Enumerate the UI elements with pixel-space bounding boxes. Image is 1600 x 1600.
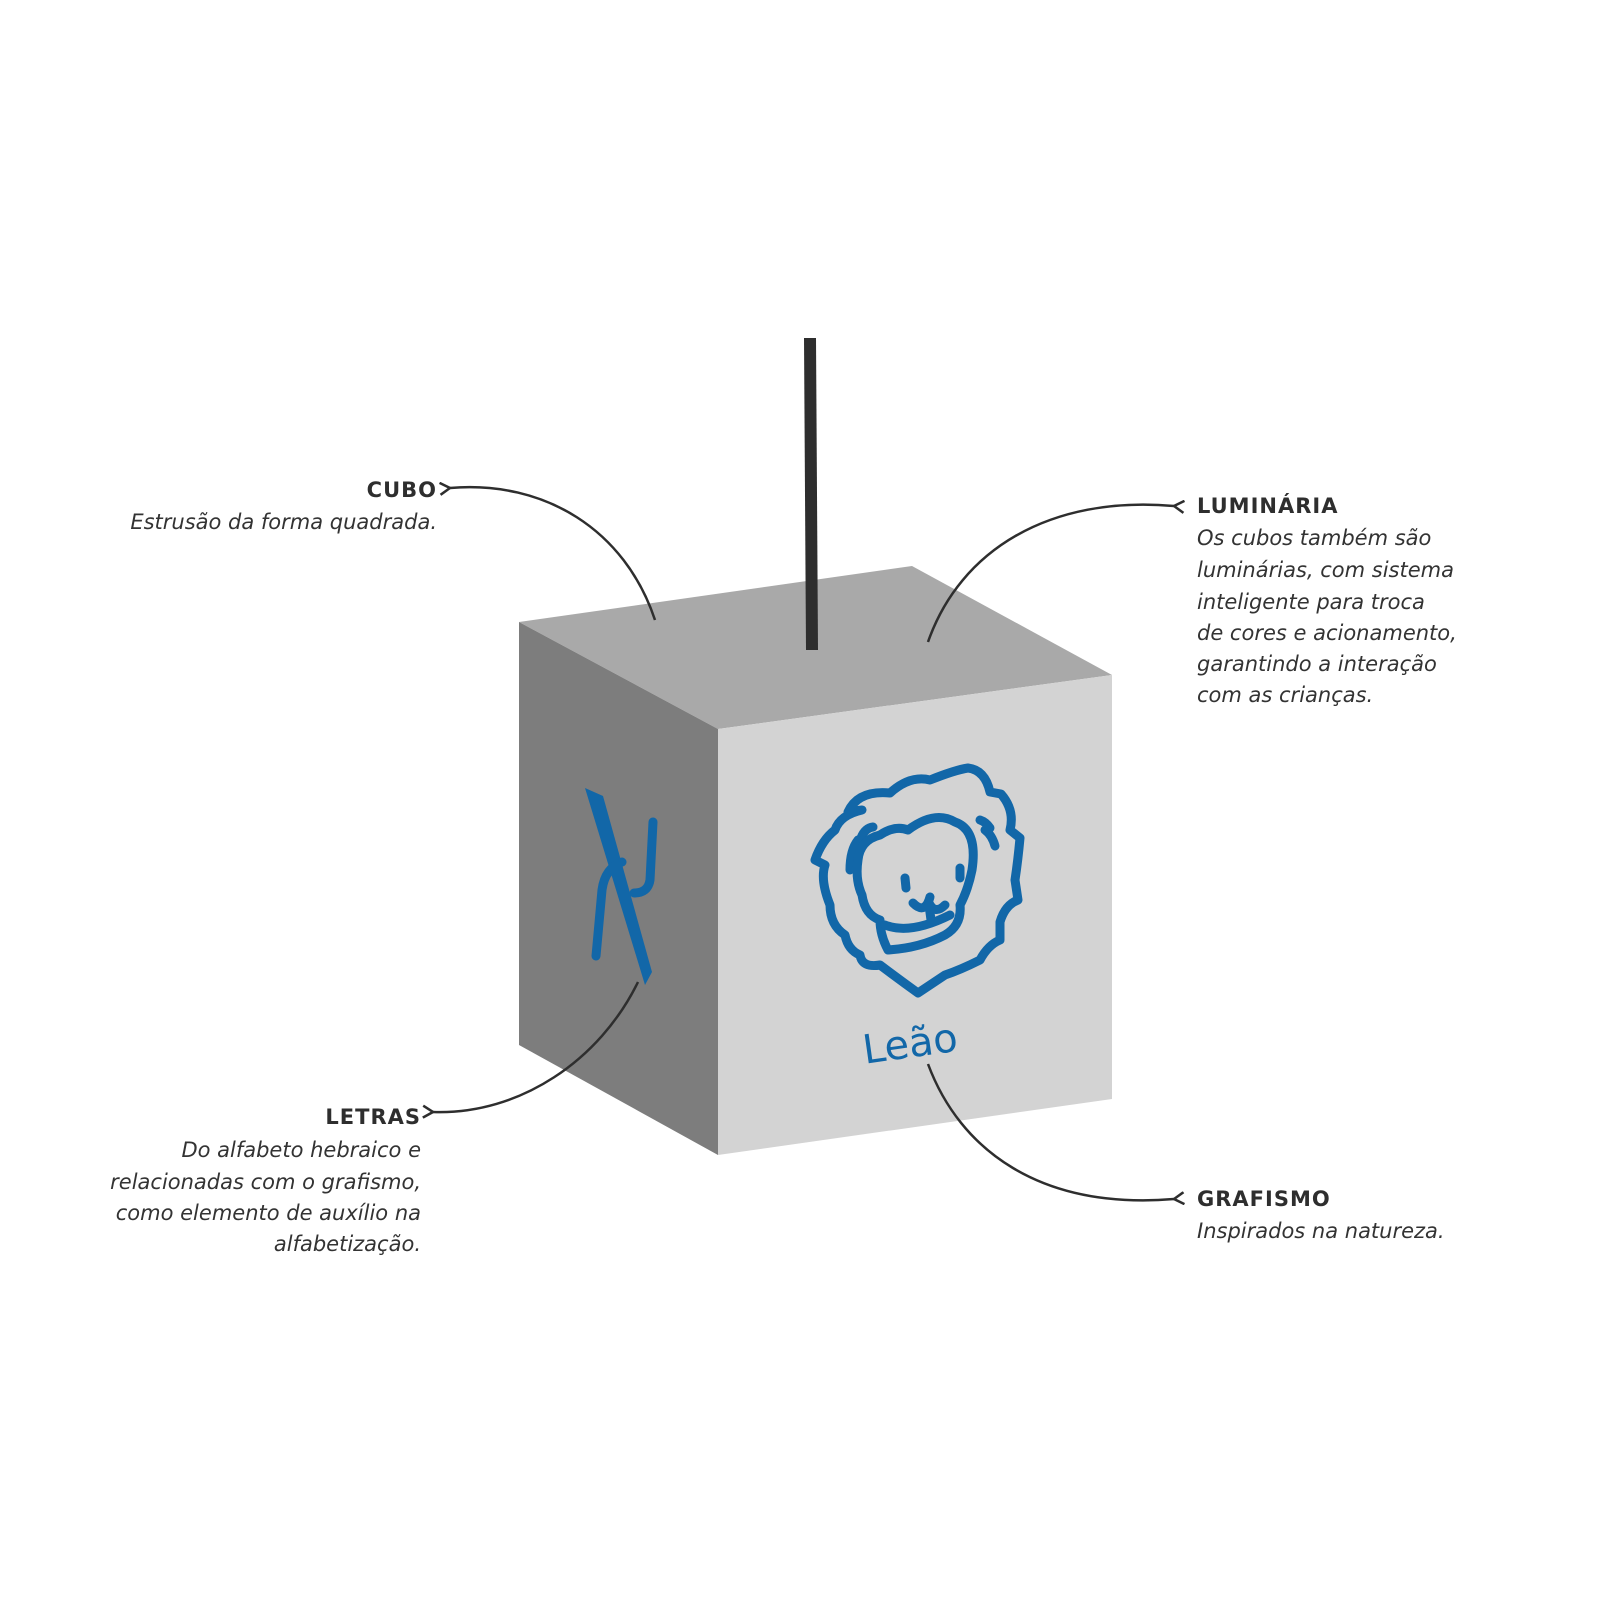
callout-text: Os cubos também são [1197, 526, 1431, 550]
callout-title: LETRAS [325, 1105, 421, 1129]
arrow-luminaria [926, 505, 1174, 643]
callout-text: Inspirados na natureza. [1197, 1219, 1445, 1243]
callout-text: alfabetização. [274, 1232, 421, 1256]
callout-grafismo: GRAFISMO Inspirados na natureza. [1197, 1187, 1445, 1243]
callout-title: CUBO [367, 478, 437, 502]
callout-title: LUMINÁRIA [1197, 493, 1338, 518]
callout-text: luminárias, com sistema [1197, 558, 1454, 582]
callout-text: Estrusão da forma quadrada. [130, 510, 437, 534]
callout-text: Do alfabeto hebraico e [181, 1138, 421, 1162]
callout-text: inteligente para troca [1197, 590, 1425, 614]
lamp-rod [804, 338, 818, 650]
callout-text: garantindo a interação [1197, 652, 1437, 676]
callout-letras: LETRAS Do alfabeto hebraico e relacionad… [110, 1105, 421, 1256]
callout-text: com as crianças. [1197, 683, 1373, 707]
arrow-grafismo [926, 1063, 1174, 1200]
callout-cubo: CUBO Estrusão da forma quadrada. [130, 478, 437, 534]
callout-text: como elemento de auxílio na [116, 1201, 421, 1225]
lion-icon [810, 763, 1025, 998]
callout-luminaria: LUMINÁRIA Os cubos também são luminárias… [1197, 493, 1457, 707]
hebrew-letter-icon [585, 788, 658, 985]
arrow-letras [433, 981, 640, 1112]
callout-text: de cores e acionamento, [1197, 621, 1457, 645]
callout-title: GRAFISMO [1197, 1187, 1331, 1211]
arrow-cubo [450, 487, 657, 621]
cube-front-face [718, 675, 1112, 1155]
callout-text: relacionadas com o grafismo, [110, 1170, 421, 1194]
